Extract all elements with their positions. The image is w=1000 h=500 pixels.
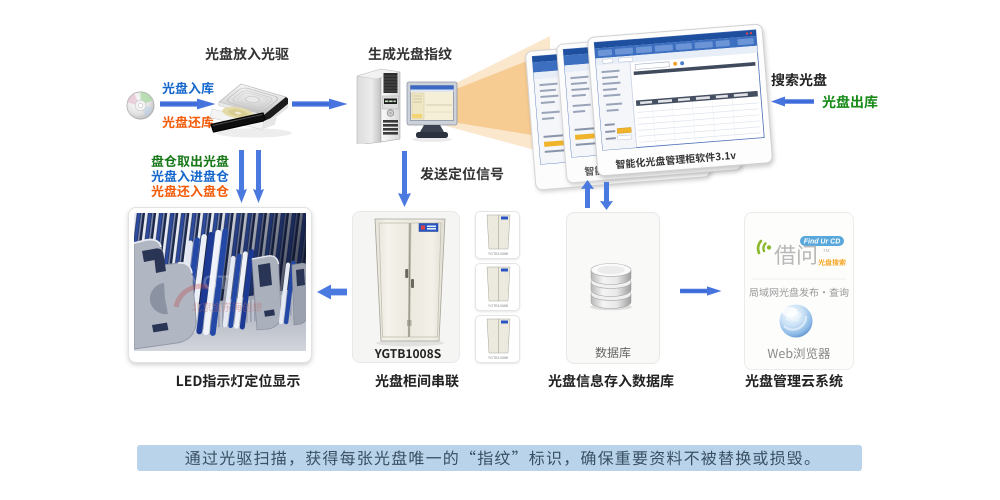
svg-text:TM: TM xyxy=(823,248,830,253)
svg-text:局域网光盘发布·查询: 局域网光盘发布·查询 xyxy=(749,284,849,299)
svg-text:YGTB1008B: YGTB1008B xyxy=(488,356,509,360)
svg-text:Web浏览器: Web浏览器 xyxy=(767,343,831,362)
svg-text:光盘搜索: 光盘搜索 xyxy=(818,258,846,268)
svg-text:北京金东海创想: 北京金东海创想 xyxy=(192,299,262,314)
svg-text:YGT: YGT xyxy=(190,273,229,294)
svg-text:YGTB1008B: YGTB1008B xyxy=(488,304,509,308)
svg-text:Find Ur CD: Find Ur CD xyxy=(804,239,841,246)
svg-text:YGTB1008B: YGTB1008B xyxy=(488,252,509,256)
svg-text:借问: 借问 xyxy=(774,238,818,270)
